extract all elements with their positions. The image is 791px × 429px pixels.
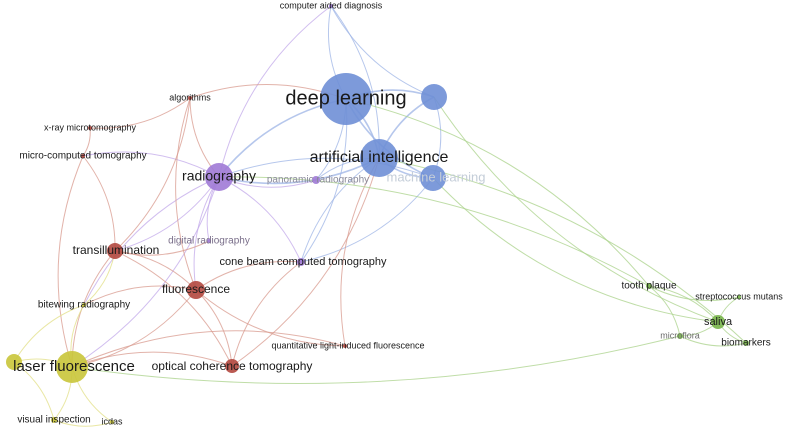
edge-algorithms-fluorescence: [175, 97, 197, 291]
edge-transillumination-fluorescence: [114, 250, 197, 291]
node-laser-fluorescence[interactable]: [56, 351, 88, 383]
node-tooth-plaque[interactable]: [646, 283, 652, 289]
label-visual-inspection: visual inspection: [17, 415, 90, 426]
edge-saliva-blue-top-right: [433, 96, 719, 323]
edge-micro-ct-transillumination: [82, 155, 116, 252]
label-biomarkers: biomarkers: [721, 338, 770, 349]
node-machine-learning[interactable]: [420, 165, 446, 191]
edge-yellow-left-bitewing: [13, 304, 85, 363]
label-tooth-plaque: tooth plaque: [621, 281, 676, 292]
edge-microflora-biomarkers: [679, 335, 747, 347]
label-microflora: microflora: [660, 330, 700, 340]
label-algorithms: algorithms: [169, 92, 211, 102]
label-panoramic-radiography: panoramic radiography: [267, 175, 369, 186]
label-qlf: quantitative light-induced fluorescence: [271, 340, 424, 350]
label-icdas: icdas: [101, 416, 123, 426]
label-cone-beam: cone beam computed tomography: [220, 256, 387, 268]
edge-radiography-cone-beam: [218, 176, 302, 263]
edge-qlf-artificial-intelligence: [340, 157, 380, 347]
edge-artificial-intelligence-radiography: [218, 157, 380, 185]
edge-algorithms-transillumination: [114, 97, 191, 252]
node-blue-top-right[interactable]: [421, 84, 447, 110]
node-fluorescence[interactable]: [187, 281, 205, 299]
edge-visual-inspection-icdas: [53, 419, 113, 427]
edge-tooth-plaque-microflora: [648, 285, 681, 337]
edge-tooth-plaque-saliva: [648, 285, 719, 323]
node-icdas[interactable]: [110, 420, 114, 424]
label-x-ray-microtomography: x-ray microtomography: [44, 122, 137, 132]
label-micro-ct: micro-computed tomography: [19, 151, 146, 162]
label-streptococcus: streptococcus mutans: [695, 291, 783, 301]
edge-radiography-bitewing: [83, 176, 220, 306]
edge-x-ray-microtomography-algorithms: [89, 97, 191, 129]
node-biomarkers[interactable]: [743, 340, 749, 346]
edge-oct-laser-fluorescence: [71, 351, 233, 368]
edge-radiography-laser-fluorescence: [71, 176, 220, 368]
label-laser-fluorescence: laser fluorescence: [13, 358, 135, 375]
edge-blue-top-right-computer-aided-diagnosis: [330, 5, 435, 98]
node-streptococcus[interactable]: [737, 295, 741, 299]
label-bitewing: bitewing radiography: [38, 300, 130, 311]
edge-micro-ct-laser-fluorescence: [57, 155, 84, 368]
edge-machine-learning-radiography: [218, 157, 434, 179]
node-digital-radiography[interactable]: [207, 239, 211, 243]
node-qlf[interactable]: [343, 344, 347, 348]
edge-machine-learning-cone-beam: [300, 177, 434, 263]
label-artificial-intelligence: artificial intelligence: [310, 149, 449, 166]
edge-qlf-laser-fluorescence: [71, 330, 346, 368]
edge-radiography-fluorescence: [193, 176, 220, 291]
label-computer-aided-diagnosis: computer aided diagnosis: [280, 0, 383, 10]
edge-tooth-plaque-streptococcus: [648, 285, 740, 302]
label-digital-radiography: digital radiography: [168, 236, 250, 247]
node-bitewing[interactable]: [82, 303, 86, 307]
node-artificial-intelligence[interactable]: [360, 139, 398, 177]
edge-radiography-transillumination: [114, 176, 220, 252]
label-transillumination: transillumination: [73, 243, 160, 257]
node-transillumination[interactable]: [107, 243, 123, 259]
edge-radiography-micro-ct: [82, 151, 220, 178]
node-yellow-left[interactable]: [6, 354, 22, 370]
edge-oct-cone-beam: [231, 261, 302, 367]
label-deep-learning: deep learning: [285, 87, 406, 109]
nodes-layer: [6, 4, 749, 424]
node-microflora[interactable]: [677, 333, 683, 339]
node-cone-beam[interactable]: [297, 258, 305, 266]
edge-tooth-plaque-radiography: [218, 176, 650, 287]
node-saliva[interactable]: [711, 315, 725, 329]
edge-fluorescence-qlf: [195, 289, 346, 347]
node-x-ray-microtomography[interactable]: [88, 126, 92, 130]
node-deep-learning[interactable]: [320, 73, 372, 125]
edge-transillumination-digital-radiography: [114, 240, 210, 256]
node-oct[interactable]: [225, 359, 239, 373]
edge-transillumination-oct: [114, 250, 233, 367]
edge-microflora-laser-fluorescence: [71, 335, 681, 384]
node-micro-ct[interactable]: [81, 154, 85, 158]
edge-artificial-intelligence-computer-aided-diagnosis: [330, 5, 380, 159]
node-panoramic-radiography[interactable]: [312, 176, 320, 184]
edge-oct-artificial-intelligence: [231, 157, 380, 367]
edge-tooth-plaque-deep-learning: [345, 98, 650, 287]
edge-fluorescence-cone-beam: [195, 260, 302, 291]
edge-fluorescence-bitewing: [83, 285, 197, 306]
label-oct: optical coherence tomography: [152, 359, 313, 373]
label-radiography: radiography: [182, 168, 256, 184]
edge-radiography-computer-aided-diagnosis: [218, 5, 332, 178]
edge-saliva-machine-learning: [432, 177, 719, 323]
node-computer-aided-diagnosis[interactable]: [329, 4, 333, 8]
node-radiography[interactable]: [205, 163, 233, 191]
label-machine-learning: machine learning: [386, 169, 485, 184]
labels-layer: deep learning artificial intelligence mach…: [13, 0, 783, 426]
node-visual-inspection[interactable]: [51, 417, 57, 423]
edge-fluorescence-laser-fluorescence: [71, 289, 197, 368]
label-saliva: saliva: [704, 316, 733, 328]
node-algorithms[interactable]: [188, 96, 192, 100]
label-fluorescence: fluorescence: [162, 282, 230, 296]
edge-x-ray-microtomography-micro-ct: [82, 127, 91, 157]
